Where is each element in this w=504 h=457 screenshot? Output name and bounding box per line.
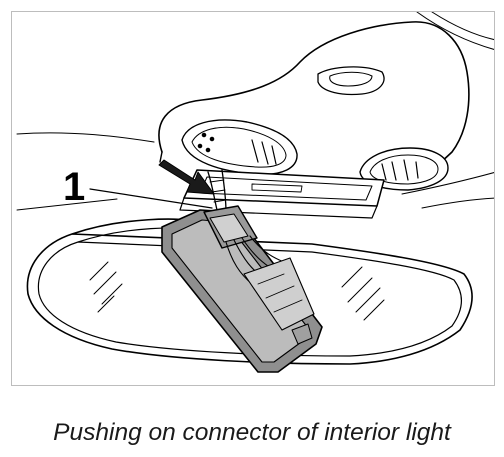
callout-leader-line [89,188,213,209]
headliner-edge [401,172,494,195]
headliner-edge [421,197,494,209]
callout-number: 1 [63,165,86,209]
figure-caption: Pushing on connector of interior light [53,419,451,446]
headliner-edge [16,198,118,211]
headliner-edge [16,132,155,143]
interior-light-illustration [16,12,494,373]
headliner-edge [431,12,494,41]
interior-light-unit [161,205,323,373]
headliner-edge [416,12,494,50]
overhead-console [158,21,470,219]
illustration-frame: 1 [11,11,495,386]
push-arrow [158,159,215,195]
